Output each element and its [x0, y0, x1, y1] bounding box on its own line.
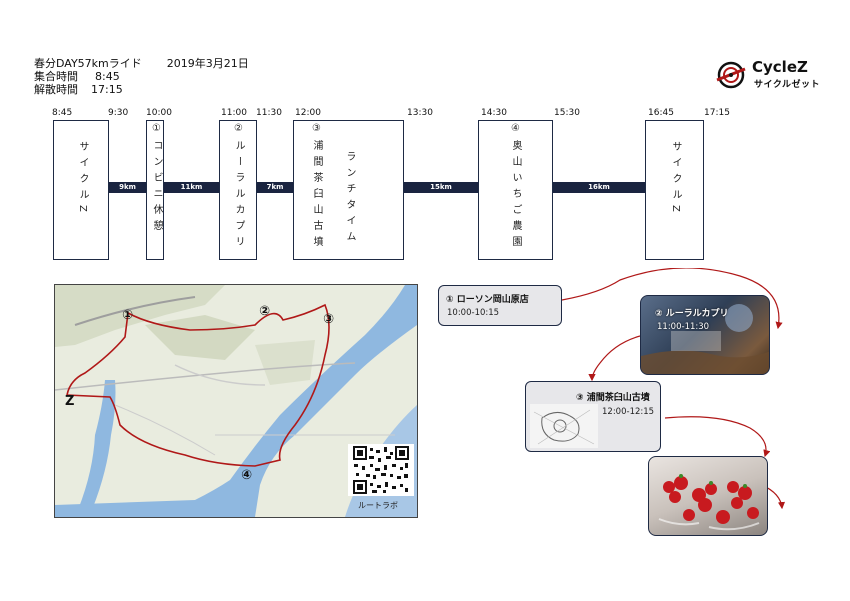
- end-time-row: 解散時間 17:15: [34, 83, 123, 97]
- time-label: 16:45: [648, 108, 674, 118]
- stop-start: サイクルZ: [53, 120, 109, 260]
- time-label: 12:00: [295, 108, 321, 118]
- map-marker: Z: [65, 394, 74, 409]
- stop-text: ②ルーラルカプリ: [233, 123, 244, 252]
- photo-rural-capri: ② ルーラルカプリ 11:00-11:30: [640, 295, 770, 375]
- card-title: ② ルーラルカプリ: [655, 309, 729, 319]
- distance-segment: 7km: [257, 182, 293, 193]
- stop-4: ④奥山いちご農園: [478, 120, 553, 260]
- time-label: 10:00: [146, 108, 172, 118]
- time-label: 14:30: [481, 108, 507, 118]
- stop-text: ④奥山いちご農園: [510, 123, 521, 252]
- event-date: 2019年3月21日: [166, 57, 249, 70]
- time-label: 13:30: [407, 108, 433, 118]
- stop-end: サイクルZ: [645, 120, 704, 260]
- card-time: 11:00-11:30: [657, 322, 710, 332]
- qr-code-icon: [348, 444, 414, 496]
- end-time: 17:15: [91, 83, 123, 96]
- distance-label: 9km: [119, 183, 136, 191]
- photo-strawberries: [648, 456, 768, 536]
- time-label: 15:30: [554, 108, 580, 118]
- distance-segment: 16km: [553, 182, 645, 193]
- card-time: 10:00-10:15: [447, 308, 500, 318]
- end-label: 解散時間: [34, 83, 78, 96]
- strawberry-photo-image: [658, 474, 760, 531]
- time-label: 11:00: [221, 108, 247, 118]
- logo-name: CycleZ: [752, 58, 808, 76]
- cyclez-logo: CycleZ サイクルゼット: [714, 58, 824, 94]
- stop-card-1: ① ローソン岡山原店 10:00-10:15: [438, 285, 562, 326]
- meet-time: 8:45: [95, 70, 120, 83]
- stop-text: サイクルZ: [670, 141, 681, 218]
- map-canvas: ① ② ③ ④ Z: [55, 285, 417, 517]
- map-marker: ④: [241, 468, 252, 483]
- stop-text: サイクルZ: [77, 141, 88, 218]
- map-marker: ②: [259, 304, 270, 319]
- distance-label: 16km: [588, 183, 610, 191]
- stop-card-3: ③ 浦間茶臼山古墳 12:00-12:15: [525, 381, 661, 452]
- meet-time-row: 集合時間 8:45: [34, 70, 120, 84]
- map-marker: ③: [323, 312, 334, 327]
- kofun-diagram-icon: [530, 404, 598, 448]
- distance-label: 7km: [266, 183, 284, 191]
- event-title: 春分DAY57kmライド: [34, 57, 142, 70]
- wheel-logo-icon: [716, 61, 746, 89]
- distance-label: 11km: [180, 183, 203, 191]
- photo-rural-capri-image: [641, 304, 769, 374]
- time-label: 8:45: [52, 108, 73, 118]
- time-label: 11:30: [256, 108, 282, 118]
- stop-text-lunch: ランチタイム: [344, 151, 355, 247]
- stop-2: ②ルーラルカプリ: [219, 120, 257, 260]
- distance-segment: 9km: [109, 182, 146, 193]
- stop-text: ①コンビニ休憩: [151, 123, 162, 236]
- card-title: ① ローソン岡山原店: [446, 295, 529, 305]
- qr-code: [348, 444, 414, 496]
- event-title-row: 春分DAY57kmライド 2019年3月21日: [34, 57, 249, 71]
- distance-segment: 15km: [404, 182, 478, 193]
- card-time: 12:00-12:15: [602, 407, 655, 417]
- stop-1: ①コンビニ休憩: [146, 120, 164, 260]
- distance-segment: 11km: [164, 182, 219, 193]
- logo-sub: サイクルゼット: [754, 80, 821, 90]
- card-title: ③ 浦間茶臼山古墳: [576, 393, 650, 403]
- meet-label: 集合時間: [34, 70, 78, 83]
- stop-text: ③浦間茶臼山古墳: [311, 123, 322, 252]
- stop-3: ③浦間茶臼山古墳 ランチタイム: [293, 120, 404, 260]
- time-label: 17:15: [704, 108, 730, 118]
- map-credit: ルートラボ: [358, 501, 398, 510]
- time-label: 9:30: [108, 108, 129, 118]
- map-marker: ①: [122, 308, 133, 323]
- distance-label: 15km: [430, 183, 452, 191]
